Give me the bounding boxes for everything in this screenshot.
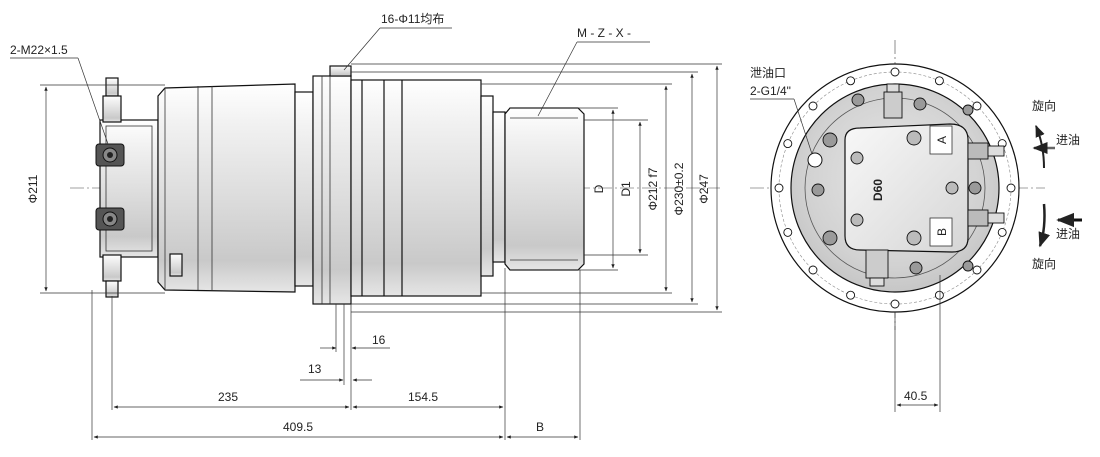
- label-model: D60: [871, 179, 885, 201]
- fitting-bottom-front: [865, 249, 889, 287]
- label-inlet-top: 进油: [1056, 133, 1080, 147]
- gearbox-end-ring: [480, 95, 494, 277]
- fitting-right-upper: [967, 142, 1005, 160]
- collar: [294, 91, 314, 287]
- dim-212: Φ212 f7: [646, 85, 668, 292]
- mounting-flange: [312, 75, 352, 305]
- label-247: Φ247: [697, 174, 711, 204]
- fitting-top-cap: [105, 77, 119, 97]
- label-port-b: B: [935, 228, 949, 236]
- label-d: D: [592, 184, 606, 193]
- side-view: D D1 Φ212 f7 Φ230±0.2 Φ247 Φ211 2-M22×1.…: [10, 12, 722, 440]
- label-d1: D1: [619, 181, 633, 197]
- flange-bolt-holes: [774, 67, 1016, 309]
- dim-13: 13: [300, 362, 372, 382]
- rotation-arrow-lower: [1038, 203, 1050, 248]
- label-port-a: A: [935, 136, 949, 144]
- valve-block: [99, 119, 159, 258]
- label-409-5: 409.5: [283, 420, 313, 434]
- label-rotation-bottom: 旋向: [1032, 256, 1056, 271]
- fitting-bottom: [102, 254, 122, 282]
- leader-ports-thread: 2-M22×1.5: [10, 43, 109, 145]
- port-b-box: B: [929, 217, 953, 247]
- label-b: B: [536, 420, 544, 434]
- label-inlet-bottom: 进油: [1056, 227, 1080, 241]
- housing-plug: [169, 253, 183, 277]
- label-211: Φ211: [26, 174, 40, 203]
- fitting-bottom-cap: [105, 280, 119, 298]
- flange-bolt-lug: [329, 65, 352, 77]
- housing-bolts: [811, 93, 982, 275]
- dim-247: Φ247: [697, 65, 719, 311]
- label-16: 16: [372, 333, 386, 347]
- rotation-indicator-upper: 旋向 进油: [1032, 98, 1080, 169]
- port-hex-upper: [95, 143, 125, 167]
- rotation-indicator-lower: 进油 旋向: [1032, 203, 1082, 271]
- label-drain-port: 泄油口: [750, 66, 786, 80]
- fitting-top-front: [883, 83, 903, 119]
- valve-block-inner: [105, 125, 153, 252]
- label-13: 13: [308, 362, 322, 376]
- label-ports-thread: 2-M22×1.5: [10, 43, 68, 57]
- dim-40-5: 40.5: [894, 275, 941, 412]
- diameter-extensions: [351, 63, 722, 313]
- port-hex-lower: [95, 207, 125, 231]
- label-spline-code: M - Z - X -: [577, 26, 631, 40]
- dim-211: Φ211: [26, 84, 165, 294]
- label-230: Φ230±0.2: [672, 162, 686, 215]
- label-drain-thread: 2-G1/4": [750, 84, 791, 98]
- output-spline-shaft: [504, 107, 585, 271]
- dim-409-5: 409.5: [93, 420, 504, 439]
- output-bearing-cap: [492, 111, 506, 263]
- dim-d: D: [592, 109, 615, 269]
- dim-154-5: 154.5: [352, 390, 504, 409]
- fitting-right-lower: [967, 209, 1005, 227]
- fitting-top: [102, 95, 122, 123]
- dim-b: B: [506, 420, 579, 439]
- dim-d1: D1: [619, 121, 642, 254]
- dim-235: 235: [113, 390, 350, 409]
- gearbox-housing: [350, 79, 482, 297]
- drain-port-hole: [807, 152, 823, 168]
- bottom-extensions: [91, 268, 581, 440]
- dim-230: Φ230±0.2: [672, 73, 694, 303]
- label-40-5: 40.5: [904, 389, 928, 403]
- label-154-5: 154.5: [408, 390, 438, 404]
- leader-bolt-holes: 16-Φ11均布: [343, 12, 452, 71]
- label-rotation-top: 旋向: [1032, 98, 1056, 113]
- leader-spline-code: M - Z - X -: [537, 26, 650, 117]
- leader-drain: 泄油口 2-G1/4": [750, 66, 813, 155]
- dim-16: 16: [320, 333, 390, 350]
- cover-bolts: [850, 130, 959, 246]
- label-212: Φ212 f7: [646, 167, 660, 210]
- label-bolt-holes: 16-Φ11均布: [381, 12, 444, 26]
- front-view: A B D60 泄油口 2-G1/4": [750, 40, 1082, 412]
- label-235: 235: [218, 390, 238, 404]
- port-a-box: A: [929, 125, 953, 155]
